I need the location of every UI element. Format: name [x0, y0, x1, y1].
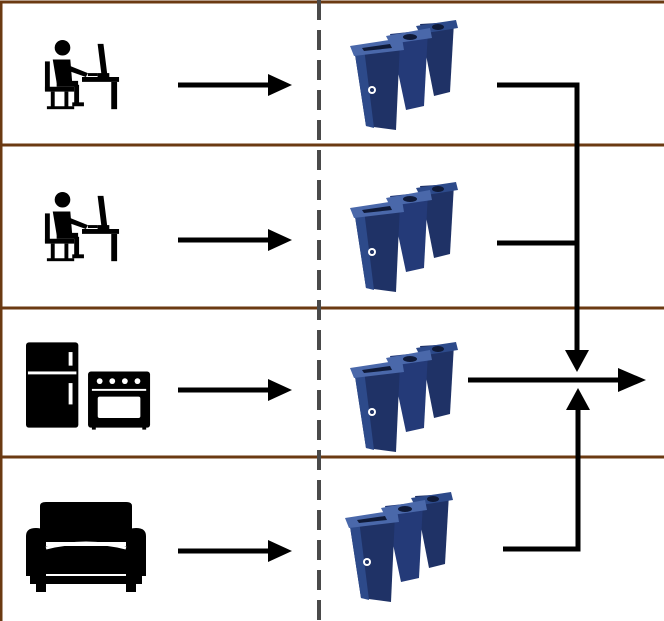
arrowhead-row-2: [268, 229, 292, 251]
recycling-bins-icon: [350, 342, 458, 452]
person-at-desk-icon: [44, 191, 120, 262]
fridge-and-oven-icon: [26, 342, 151, 430]
recycling-bins-icon: [345, 492, 453, 602]
collection-lines: [468, 82, 622, 552]
collection-line-row-4: [503, 404, 581, 552]
arrowhead-down: [565, 350, 589, 372]
arrowhead-up: [566, 388, 590, 410]
source-to-bin-arrows: [178, 74, 292, 562]
merge-arrowheads: [565, 350, 646, 410]
arrowhead-output: [618, 368, 646, 392]
person-at-desk-icon: [44, 39, 120, 110]
arrowhead-row-4: [268, 540, 292, 562]
arrowhead-row-3: [268, 379, 292, 401]
row-4-border: [0, 455, 664, 621]
arrowhead-row-1: [268, 74, 292, 96]
sofa-icon: [26, 502, 146, 592]
collection-line-row-1: [497, 82, 580, 356]
recycling-bins-icon: [350, 20, 458, 130]
recycling-bins-icon: [350, 182, 458, 292]
